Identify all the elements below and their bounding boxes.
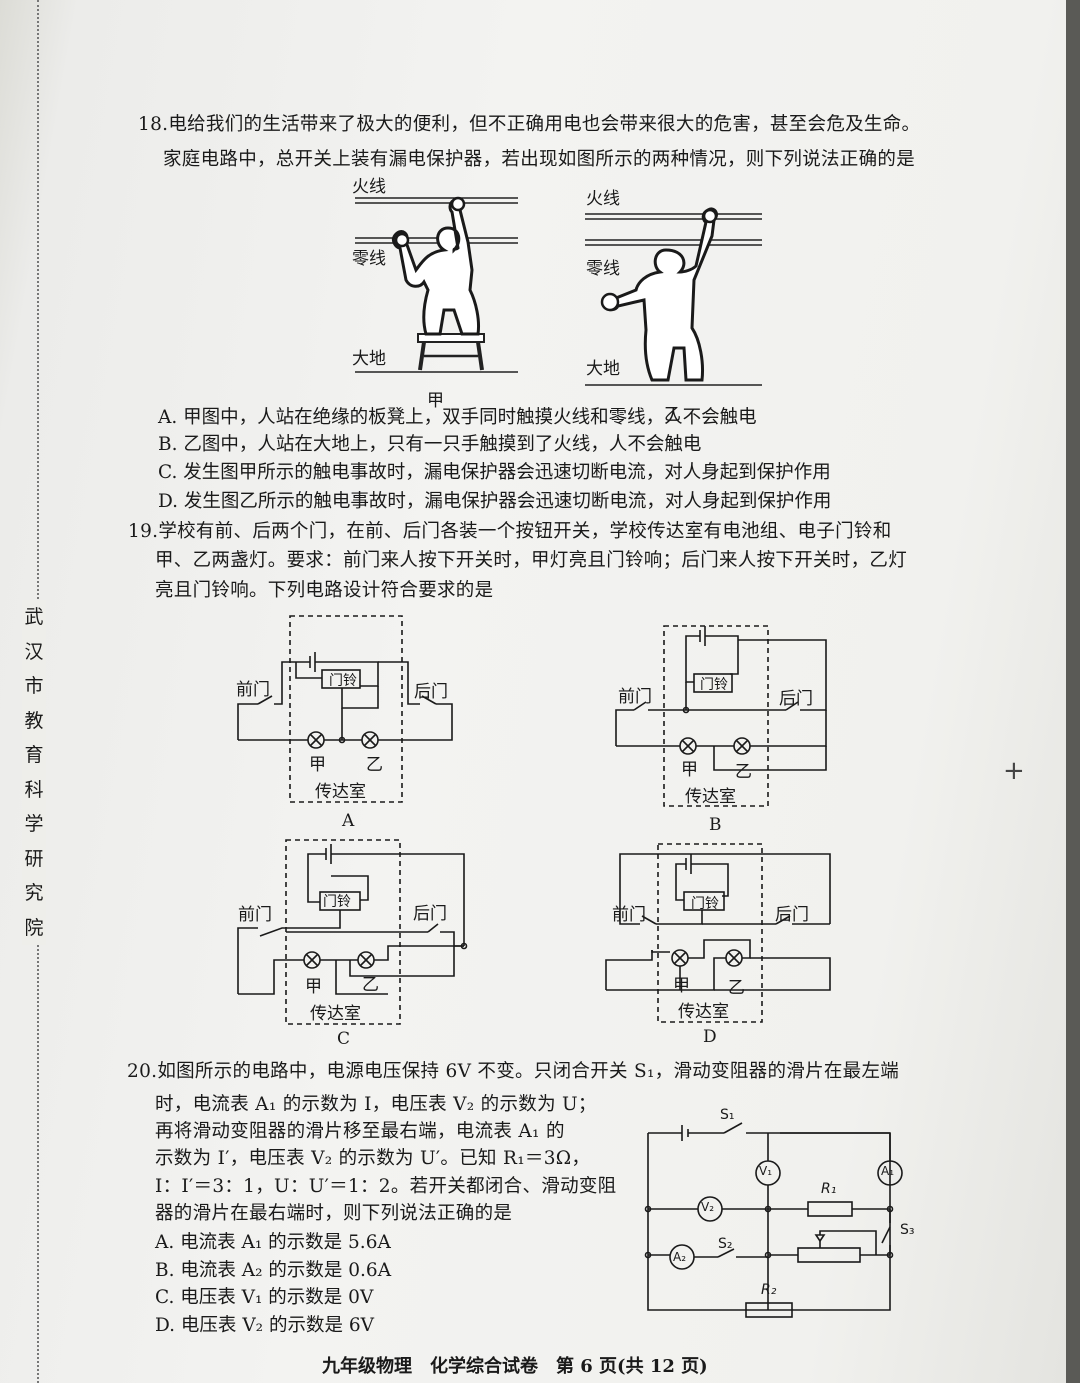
label-lamp-yi: 乙 (366, 755, 383, 775)
label-s2: S₂ (718, 1236, 733, 1252)
label-s3: S₃ (900, 1222, 915, 1238)
label-v2: V₂ (701, 1200, 715, 1214)
q20-option-c[interactable]: C. 电压表 V₁ 的示数是 0V (155, 1287, 374, 1308)
label-lamp-jia: 甲 (681, 760, 698, 780)
label-room: 传达室 (685, 787, 736, 807)
label-r2: R₂ (761, 1282, 777, 1298)
q18-option-d[interactable]: D. 发生图乙所示的触电事故时，漏电保护器会迅速切断电流，对人身起到保护作用 (158, 491, 832, 512)
circuit-caption-d: D (703, 1027, 717, 1047)
label-a2: A₂ (673, 1250, 687, 1264)
label-back-door: 后门 (414, 682, 448, 702)
q18-option-c[interactable]: C. 发生图甲所示的触电事故时，漏电保护器会迅速切断电流，对人身起到保护作用 (158, 462, 831, 483)
side-char: 科 (24, 778, 44, 801)
label-lamp-yi: 乙 (735, 762, 752, 782)
circuit-caption-a: A (342, 811, 355, 831)
q19-stem-line: 甲、乙两盏灯。要求：前门来人按下开关时，甲灯亮且门铃响；后门来人按下开关时，乙灯 (155, 550, 908, 571)
label-room: 传达室 (678, 1002, 729, 1022)
q18-option-a[interactable]: A. 甲图中，人站在绝缘的板凳上，双手同时触摸火线和零线，人不会触电 (158, 407, 757, 428)
label-front-door: 前门 (612, 905, 646, 925)
label-front-door: 前门 (236, 680, 270, 700)
q20-stem-line: I：I′＝3：1，U：U′＝1：2。若开关都闭合、滑动变阻 (155, 1176, 617, 1197)
q18-stem-line: 家庭电路中，总开关上装有漏电保护器，若出现如图所示的两种情况，则下列说法正确的是 (163, 149, 916, 170)
page-footer: 九年级物理 化学综合试卷 第 6 页(共 12 页) (322, 1356, 708, 1377)
label-bell: 门铃 (323, 894, 351, 910)
label-lamp-yi: 乙 (362, 975, 379, 995)
figure-jia (355, 196, 518, 373)
label-r1: R₁ (821, 1181, 837, 1197)
label-back-door: 后门 (779, 689, 813, 709)
side-char: 究 (24, 882, 44, 904)
label-back-door: 后门 (413, 904, 447, 924)
q19-stem-line: 亮且门铃响。下列电路设计符合要求的是 (155, 580, 494, 601)
label-live-wire: 火线 (352, 177, 386, 197)
q20-option-b[interactable]: B. 电流表 A₂ 的示数是 0.6A (155, 1260, 392, 1281)
q20-option-a[interactable]: A. 电流表 A₁ 的示数是 5.6A (155, 1232, 391, 1253)
label-bell: 门铃 (329, 673, 357, 689)
label-neutral-wire: 零线 (586, 259, 620, 279)
q20-stem-line: 示数为 I′，电压表 V₂ 的示数为 U′。已知 R₁＝3Ω， (155, 1148, 591, 1169)
figure-caption-yi: 乙 (664, 405, 681, 425)
label-a1: A₁ (881, 1164, 895, 1178)
side-char: 学 (24, 813, 44, 835)
side-char: 汉 (24, 640, 44, 663)
label-v1: V₁ (759, 1164, 773, 1178)
label-lamp-jia: 甲 (673, 976, 690, 996)
label-live-wire: 火线 (586, 189, 620, 209)
q20-option-d[interactable]: D. 电压表 V₂ 的示数是 6V (155, 1315, 374, 1336)
circuit-a (237, 615, 453, 803)
q18-option-b[interactable]: B. 乙图中，人站在大地上，只有一只手触摸到了火线，人不会触电 (158, 434, 702, 455)
circuit-caption-c: C (337, 1029, 351, 1049)
label-ground: 大地 (352, 349, 386, 369)
side-char: 研 (24, 847, 44, 870)
label-front-door: 前门 (238, 905, 272, 925)
label-room: 传达室 (315, 782, 366, 802)
label-s1: S₁ (720, 1107, 735, 1123)
label-front-door: 前门 (618, 687, 652, 707)
q19-stem-line: 19.学校有前、后两个门，在前、后门各装一个按钮开关，学校传达室有电池组、电子门… (128, 521, 892, 542)
circuit-b (615, 625, 827, 807)
q20-stem-line: 再将滑动变阻器的滑片移至最右端，电流表 A₁ 的 (155, 1121, 565, 1142)
q20-stem-line: 20.如图所示的电路中，电源电压保持 6V 不变。只闭合开关 S₁，滑动变阻器的… (127, 1061, 900, 1082)
q18-stem-line: 18.电给我们的生活带来了极大的便利，但不正确用电也会带来很大的危害，甚至会危及… (138, 114, 921, 135)
label-lamp-jia: 甲 (305, 977, 322, 997)
figure-yi (585, 207, 762, 386)
side-char: 市 (24, 675, 44, 697)
label-room: 传达室 (310, 1004, 361, 1024)
label-bell: 门铃 (691, 896, 719, 912)
circuit-q20 (644, 1122, 903, 1318)
label-lamp-jia: 甲 (309, 755, 326, 775)
registration-mark: + (1003, 756, 1025, 786)
label-neutral-wire: 零线 (352, 249, 386, 269)
q20-stem-line: 时，电流表 A₁ 的示数为 I，电压表 V₂ 的示数为 U； (155, 1094, 597, 1115)
side-char: 武 (24, 606, 44, 628)
side-char: 院 (24, 916, 44, 939)
side-char: 教 (24, 709, 44, 732)
figure-caption-jia: 甲 (427, 391, 444, 411)
side-char: 育 (24, 744, 44, 766)
label-back-door: 后门 (775, 905, 809, 925)
label-lamp-yi: 乙 (728, 978, 745, 998)
circuit-caption-b: B (709, 815, 722, 835)
label-bell: 门铃 (700, 677, 728, 693)
circuit-c (237, 839, 468, 1025)
q20-stem-line: 器的滑片在最右端时，则下列说法正确的是 (155, 1203, 513, 1224)
circuit-d (605, 843, 831, 1023)
label-ground: 大地 (586, 359, 620, 379)
side-vertical-text: 武 汉 市 教 育 科 学 研 究 院 (22, 600, 46, 945)
